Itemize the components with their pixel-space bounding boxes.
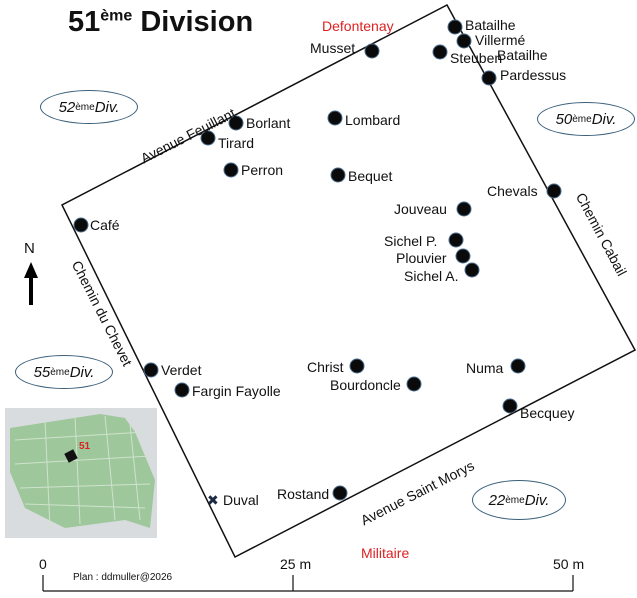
grave-label: Christ [307,359,344,375]
inset-division-marker: 51 [79,441,91,452]
grave-label: Rostand [277,486,330,502]
plan-credit: Plan : ddmuller@2026 [73,572,173,583]
grave-label: Pardessus [500,67,567,83]
north-arrow-icon [24,262,38,305]
bottom-neighbor-label: Militaire [361,545,410,561]
top-neighbor-label: Defontenay [322,18,394,34]
grave-marker-dot [228,115,244,131]
grave-marker-dot [327,110,343,126]
grave-marker-dot [455,248,471,264]
grave-label: Plouvier [396,250,447,266]
grave-marker-dot [174,382,190,398]
grave-label: Verdet [161,362,202,378]
grave-label: Bequet [348,168,393,184]
grave-marker-dot [406,376,422,392]
grave-label: Villermé [475,32,526,48]
scale-tick-50: 50 m [553,556,585,572]
grave-marker-dot [448,232,464,248]
scale-bar [42,575,574,592]
grave-marker-dot [432,44,448,60]
grave-marker-dot [502,398,518,414]
grave-label: Café [90,217,120,233]
grave-marker-dot [456,201,472,217]
grave-marker-dot [464,262,480,278]
grave-label: Tirard [218,135,255,151]
grave-label: Perron [241,162,284,178]
grave-label: Batailhe [465,17,516,33]
grave-label: Numa [466,360,504,376]
grave-marker-dot [349,358,365,374]
grave-marker-dot [200,130,216,146]
grave-marker-dot [510,358,526,374]
grave-marker-dot [447,19,463,35]
scale-tick-25: 25 m [280,556,312,572]
grave-marker-dot [456,33,472,49]
grave-marker-cross-icon: ✖ [207,492,219,508]
grave-marker-dot [364,43,380,59]
grave-label: Bourdoncle [330,377,401,393]
north-label: N [24,240,35,257]
location-inset-map: 51 [5,408,157,538]
grave-label: Sichel A. [404,268,459,284]
division-boundary [61,3,637,559]
grave-label: Duval [223,492,259,508]
grave-label: Musset [310,40,356,56]
grave-label: Chevals [487,183,538,199]
grave-marker-dot [223,162,239,178]
page-title: 51ème Division [68,6,254,38]
grave-label: Jouveau [394,201,447,217]
grave-marker-dot [143,362,159,378]
grave-marker-dot [73,217,89,233]
grave-label: Borlant [246,115,291,131]
grave-marker-dot [546,183,562,199]
grave-label: Lombard [345,112,401,128]
grave-marker-dot [330,167,346,183]
grave-label: Batailhe [497,47,548,63]
grave-label: Sichel P. [384,233,438,249]
grave-label: Fargin Fayolle [192,383,281,399]
grave-label: Steuben [450,50,503,66]
scale-tick-0: 0 [39,556,47,572]
grave-label: Becquey [520,405,575,421]
grave-marker-dot [332,485,348,501]
grave-marker-dot [481,70,497,86]
